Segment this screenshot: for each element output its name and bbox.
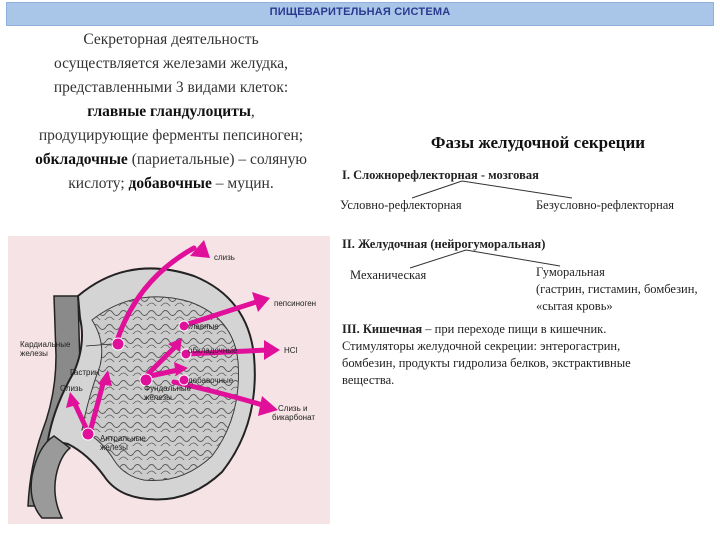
arrowhead-antral-mucus xyxy=(66,392,80,408)
parietal-cells-term: обкладочные xyxy=(35,151,128,168)
intro-line-4: главные гландулоциты, xyxy=(6,100,336,124)
label-antral-glands-2: железы xyxy=(100,443,128,452)
stomach-illustration xyxy=(27,240,280,519)
phase3-line-3: бомбезин, продукты гидролиза белков, экс… xyxy=(342,356,631,370)
phase2-right-2: (гастрин, гистамин, бомбезин, xyxy=(536,282,698,296)
phase1-right: Безусловно-рефлекторная xyxy=(536,198,675,212)
page-title: ПИЩЕВАРИТЕЛЬНАЯ СИСТЕМА xyxy=(269,6,451,18)
phase3-line-4: вещества. xyxy=(342,373,395,387)
phase2-right-1: Гуморальная xyxy=(536,265,605,279)
arrowhead-fundic-parietal xyxy=(174,362,188,376)
phase2-branch-left xyxy=(409,249,467,269)
antral-gland-dot xyxy=(81,427,95,441)
arrow-antral-gastrin xyxy=(87,377,107,435)
label-hcl: HCl xyxy=(284,346,298,355)
phase1-branch-left xyxy=(411,180,463,199)
label-cardiac-glands-1: Кардиальные xyxy=(20,340,71,349)
label-gastrin: Гастрин xyxy=(70,368,100,377)
intro-line-5: продуцирующие ферменты пепсиноген; xyxy=(38,127,304,144)
arrowhead-antral-gastrin xyxy=(98,370,112,386)
label-mucus-bicarbonate-2: бикарбонат xyxy=(272,413,316,422)
phase3-line-2: Стимуляторы желудочной секреции: энтерог… xyxy=(342,339,621,353)
label-cardiac-glands-2: железы xyxy=(20,349,48,358)
phase2-heading: II. Желудочная (нейрогуморальная) xyxy=(342,237,546,251)
intro-line-7-start: кислоту; xyxy=(68,175,129,192)
chief-cells-tail: , xyxy=(250,103,255,120)
intro-line-6: обкладочные (париетальные) – соляную xyxy=(6,148,336,172)
arrowhead-hcl xyxy=(264,340,280,360)
duodenum-shape xyxy=(30,435,72,519)
intro-line-2: осуществляется железами желудка, xyxy=(53,55,289,72)
phases-title: Фазы желудочной секреции xyxy=(430,133,646,152)
label-chief-cells: главные xyxy=(188,322,219,331)
cardiac-gland-dot xyxy=(111,337,125,351)
arrowhead-fundic-chief xyxy=(168,338,182,352)
parietal-cells-tail: (париетальные) – соляную xyxy=(127,151,307,168)
label-antral-glands-1: Антральные xyxy=(100,434,146,443)
arrow-antral-mucus xyxy=(71,399,91,435)
intro-line-3: представленными 3 видами клеток: xyxy=(53,79,289,96)
arrow-pepsinogen xyxy=(179,299,259,329)
label-mucus-bicarbonate-1: Слизь и xyxy=(278,404,308,413)
label-mucus-top: слизь xyxy=(214,253,235,262)
arrowhead-mucus-bicarbonate xyxy=(258,396,278,416)
label-fundic-glands-1: Фундальные xyxy=(144,384,192,393)
phase2-right-3: «сытая кровь» xyxy=(536,299,613,313)
label-pepsinogen: пепсиноген xyxy=(274,299,317,308)
arrowhead-mucus-top xyxy=(190,240,210,258)
phase2-branch-right xyxy=(465,249,561,267)
stomach-diagram-panel: слизь пепсиноген главные обкладочные HCl… xyxy=(8,236,330,524)
label-accessory-cells: добавочные xyxy=(188,376,234,385)
cardiac-leader-line xyxy=(85,343,113,347)
arrowheads xyxy=(66,240,280,416)
phase3-heading-tail: – при переходе пищи в кишечник. xyxy=(422,322,607,336)
phase1-left: Условно-рефлекторная xyxy=(340,198,462,212)
header-bar: ПИЩЕВАРИТЕЛЬНАЯ СИСТЕМА xyxy=(6,2,714,26)
gland-dots xyxy=(81,320,192,441)
arrow-mucus-top xyxy=(113,245,197,347)
accessory-cells-term: добавочные xyxy=(128,175,212,192)
label-mucus-left: Слизь xyxy=(60,384,83,393)
chief-cells-term: главные гландулоциты xyxy=(87,103,251,120)
phase3-line-1: III. Кишечная – при переходе пищи в кише… xyxy=(342,321,606,338)
arrowhead-pepsinogen xyxy=(252,292,270,312)
phase1-heading: I. Сложнорефлекторная - мозговая xyxy=(342,168,539,182)
fundic-gland-dot xyxy=(139,373,153,387)
intro-line-7-end: – муцин. xyxy=(211,175,274,192)
label-fundic-glands-2: железы xyxy=(144,393,172,402)
chief-cell-dot xyxy=(178,320,190,332)
intro-line-1: Секреторная деятельность xyxy=(83,31,259,48)
arrow-fundic-parietal xyxy=(147,367,181,379)
parietal-cell-dot xyxy=(180,348,192,360)
accessory-cell-dot xyxy=(178,374,190,386)
phase3-heading: III. Кишечная xyxy=(342,322,423,336)
intro-paragraph: Секреторная деятельность осуществляется … xyxy=(6,28,336,196)
label-parietal-cells: обкладочные xyxy=(188,346,238,355)
intro-line-7: кислоту; добавочные – муцин. xyxy=(6,172,336,196)
phase1-branch-right xyxy=(461,180,573,199)
phase2-left: Механическая xyxy=(350,268,427,282)
arrow-hcl xyxy=(183,347,271,357)
